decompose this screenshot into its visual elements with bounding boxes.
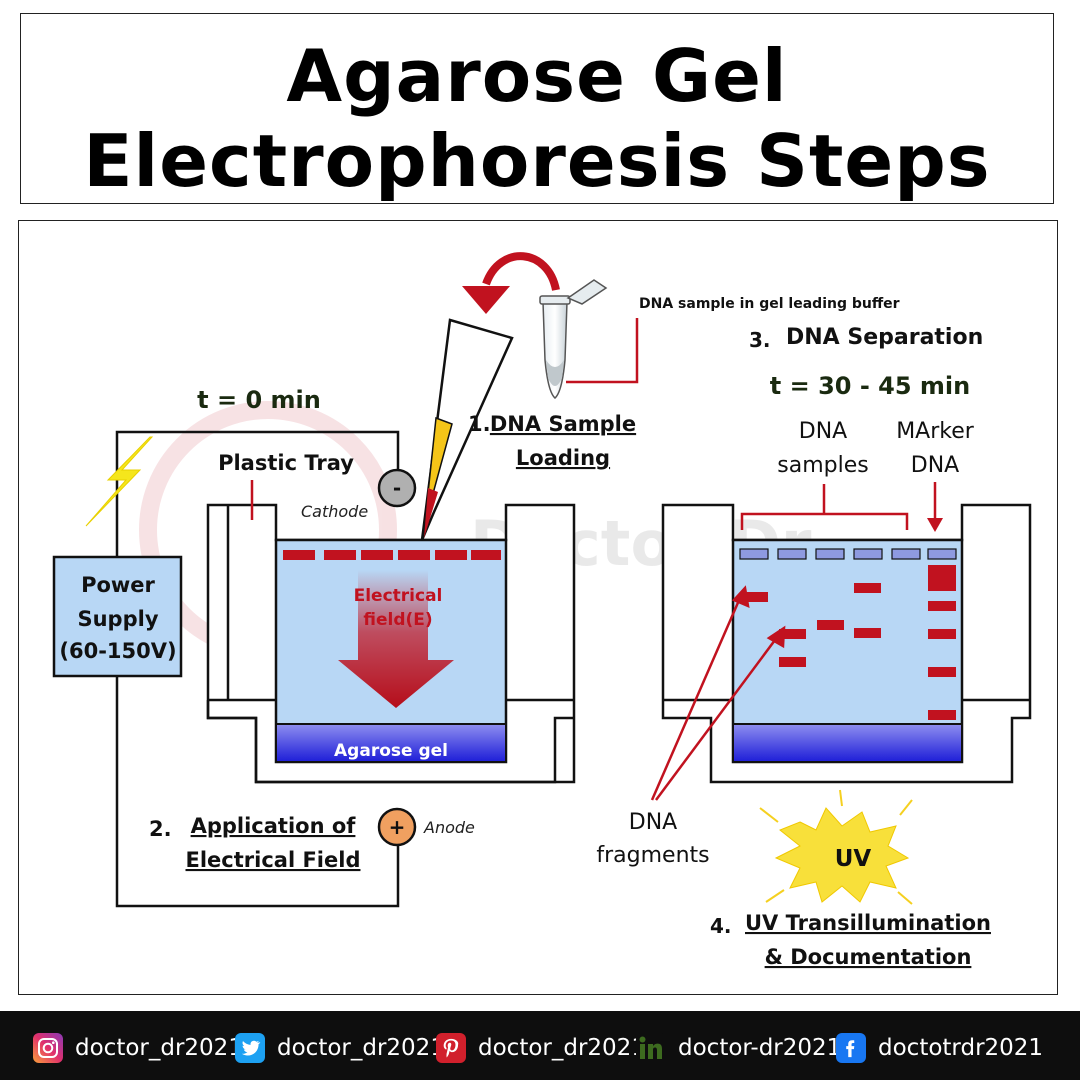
electrical-field-label-1: Electrical xyxy=(354,586,443,606)
gel-well-6 xyxy=(927,548,957,560)
dna-fragments-label-2: fragments xyxy=(596,843,709,868)
facebook-icon xyxy=(836,1033,866,1063)
well-5 xyxy=(435,550,467,560)
title-line-1: Agarose Gel xyxy=(286,34,788,118)
power-supply-label-3: (60-150V) xyxy=(59,639,176,663)
cathode-label: Cathode xyxy=(301,502,368,521)
gel-well-2 xyxy=(777,548,807,560)
pinterest-handle: doctor_dr2021 xyxy=(478,1035,646,1061)
cathode-terminal xyxy=(377,468,417,508)
left-tank-steps xyxy=(206,505,574,784)
loading-wells xyxy=(283,550,501,560)
marker-band xyxy=(928,710,956,720)
step4-label-1: UV Transillumination xyxy=(745,911,991,935)
anode-symbol: + xyxy=(389,815,406,839)
marker-dna-label-1: MArker xyxy=(896,419,975,444)
fragment-pointers xyxy=(650,585,786,801)
dna-bands xyxy=(740,583,881,667)
marker-band xyxy=(928,667,956,677)
linkedin-icon xyxy=(636,1033,666,1063)
dna-band xyxy=(817,620,844,630)
well-2 xyxy=(324,550,356,560)
electrical-field-arrow xyxy=(338,570,454,708)
dna-band xyxy=(854,628,881,638)
well-3 xyxy=(361,550,393,560)
agarose-gel-label: Agarose gel xyxy=(334,741,448,761)
marker-band xyxy=(928,601,956,611)
sample-tube-icon xyxy=(539,279,608,399)
well-4 xyxy=(398,550,430,560)
dna-samples-label-2: samples xyxy=(777,453,868,478)
gel-well-3 xyxy=(815,548,845,560)
lightning-icon xyxy=(85,436,154,527)
dna-band xyxy=(854,583,881,593)
sample-tube-label: DNA sample in gel leading buffer xyxy=(639,296,900,312)
step3-label: DNA Separation xyxy=(786,325,983,350)
dna-samples-label-1: DNA xyxy=(799,419,847,444)
step1-label-2: Loading xyxy=(516,446,610,470)
social-twitter[interactable]: doctor_dr2021 xyxy=(235,1033,445,1063)
marker-bands xyxy=(928,565,956,720)
pinterest-icon xyxy=(436,1033,466,1063)
instagram-icon xyxy=(33,1033,63,1063)
twitter-icon xyxy=(235,1033,265,1063)
step3-number: 3. xyxy=(749,328,771,352)
facebook-handle: doctotrdr2021 xyxy=(878,1035,1044,1061)
time-zero-label: t = 0 min xyxy=(197,386,321,414)
samples-bracket xyxy=(740,484,909,530)
step2-label-2: Electrical Field xyxy=(186,848,361,872)
step1-number: 1. xyxy=(468,412,491,436)
gel-well-5 xyxy=(891,548,921,560)
power-supply-label-1: Power xyxy=(81,573,155,597)
title-line-2: Electrophoresis Steps xyxy=(83,119,991,203)
marker-band xyxy=(928,629,956,639)
anode-label: Anode xyxy=(423,818,475,837)
gel-well-1 xyxy=(739,548,769,560)
sample-tube-pointer xyxy=(566,318,639,384)
step4-label-2: & Documentation xyxy=(765,945,972,969)
dna-fragments-label-1: DNA xyxy=(629,810,677,835)
dna-band xyxy=(740,592,768,602)
dna-band xyxy=(779,657,806,667)
uv-burst-icon xyxy=(759,789,913,905)
power-supply-box xyxy=(52,555,183,678)
step4-number: 4. xyxy=(710,914,732,938)
right-gel-bottom xyxy=(734,724,961,761)
power-supply-label-2: Supply xyxy=(77,607,158,631)
social-footer: doctor_dr2021 doctor_dr2021 doctor_dr202… xyxy=(0,1011,1080,1080)
social-facebook[interactable]: doctotrdr2021 xyxy=(836,1033,1043,1063)
marker-dna-label-2: DNA xyxy=(911,453,959,478)
social-linkedin[interactable]: doctor-dr2021 xyxy=(636,1033,841,1063)
electrical-field-label-2: field(E) xyxy=(363,610,432,630)
left-gel-bottom xyxy=(277,724,505,761)
instagram-handle: doctor_dr2021 xyxy=(75,1035,243,1061)
cathode-symbol: - xyxy=(393,476,401,500)
step1-label-1: DNA Sample xyxy=(490,412,636,436)
social-pinterest[interactable]: doctor_dr2021 xyxy=(436,1033,646,1063)
loading-arrowhead xyxy=(462,286,510,314)
linkedin-handle: doctor-dr2021 xyxy=(678,1035,842,1061)
uv-label: UV xyxy=(835,846,872,872)
social-instagram[interactable]: doctor_dr2021 xyxy=(33,1033,243,1063)
title-box: Agarose Gel Electrophoresis Steps xyxy=(20,13,1054,204)
well-6 xyxy=(471,550,501,560)
twitter-handle: doctor_dr2021 xyxy=(277,1035,445,1061)
pipette-tip xyxy=(420,318,514,541)
anode-terminal xyxy=(377,807,417,847)
loading-curved-arrow xyxy=(482,252,560,291)
time-range-label: t = 30 - 45 min xyxy=(770,372,970,400)
electrophoresis-diagram: Doctor-Dr Power Supply (60-150V) t = 0 m… xyxy=(52,252,1032,969)
marker-arrowhead xyxy=(927,518,943,532)
gel-wells xyxy=(739,548,957,560)
plastic-tray-label: Plastic Tray xyxy=(218,451,354,475)
step2-label-1: Application of xyxy=(191,814,357,838)
step2-number: 2. xyxy=(149,817,172,841)
well-1 xyxy=(283,550,315,560)
marker-band xyxy=(928,565,956,591)
gel-well-4 xyxy=(853,548,883,560)
dna-band xyxy=(779,629,806,639)
